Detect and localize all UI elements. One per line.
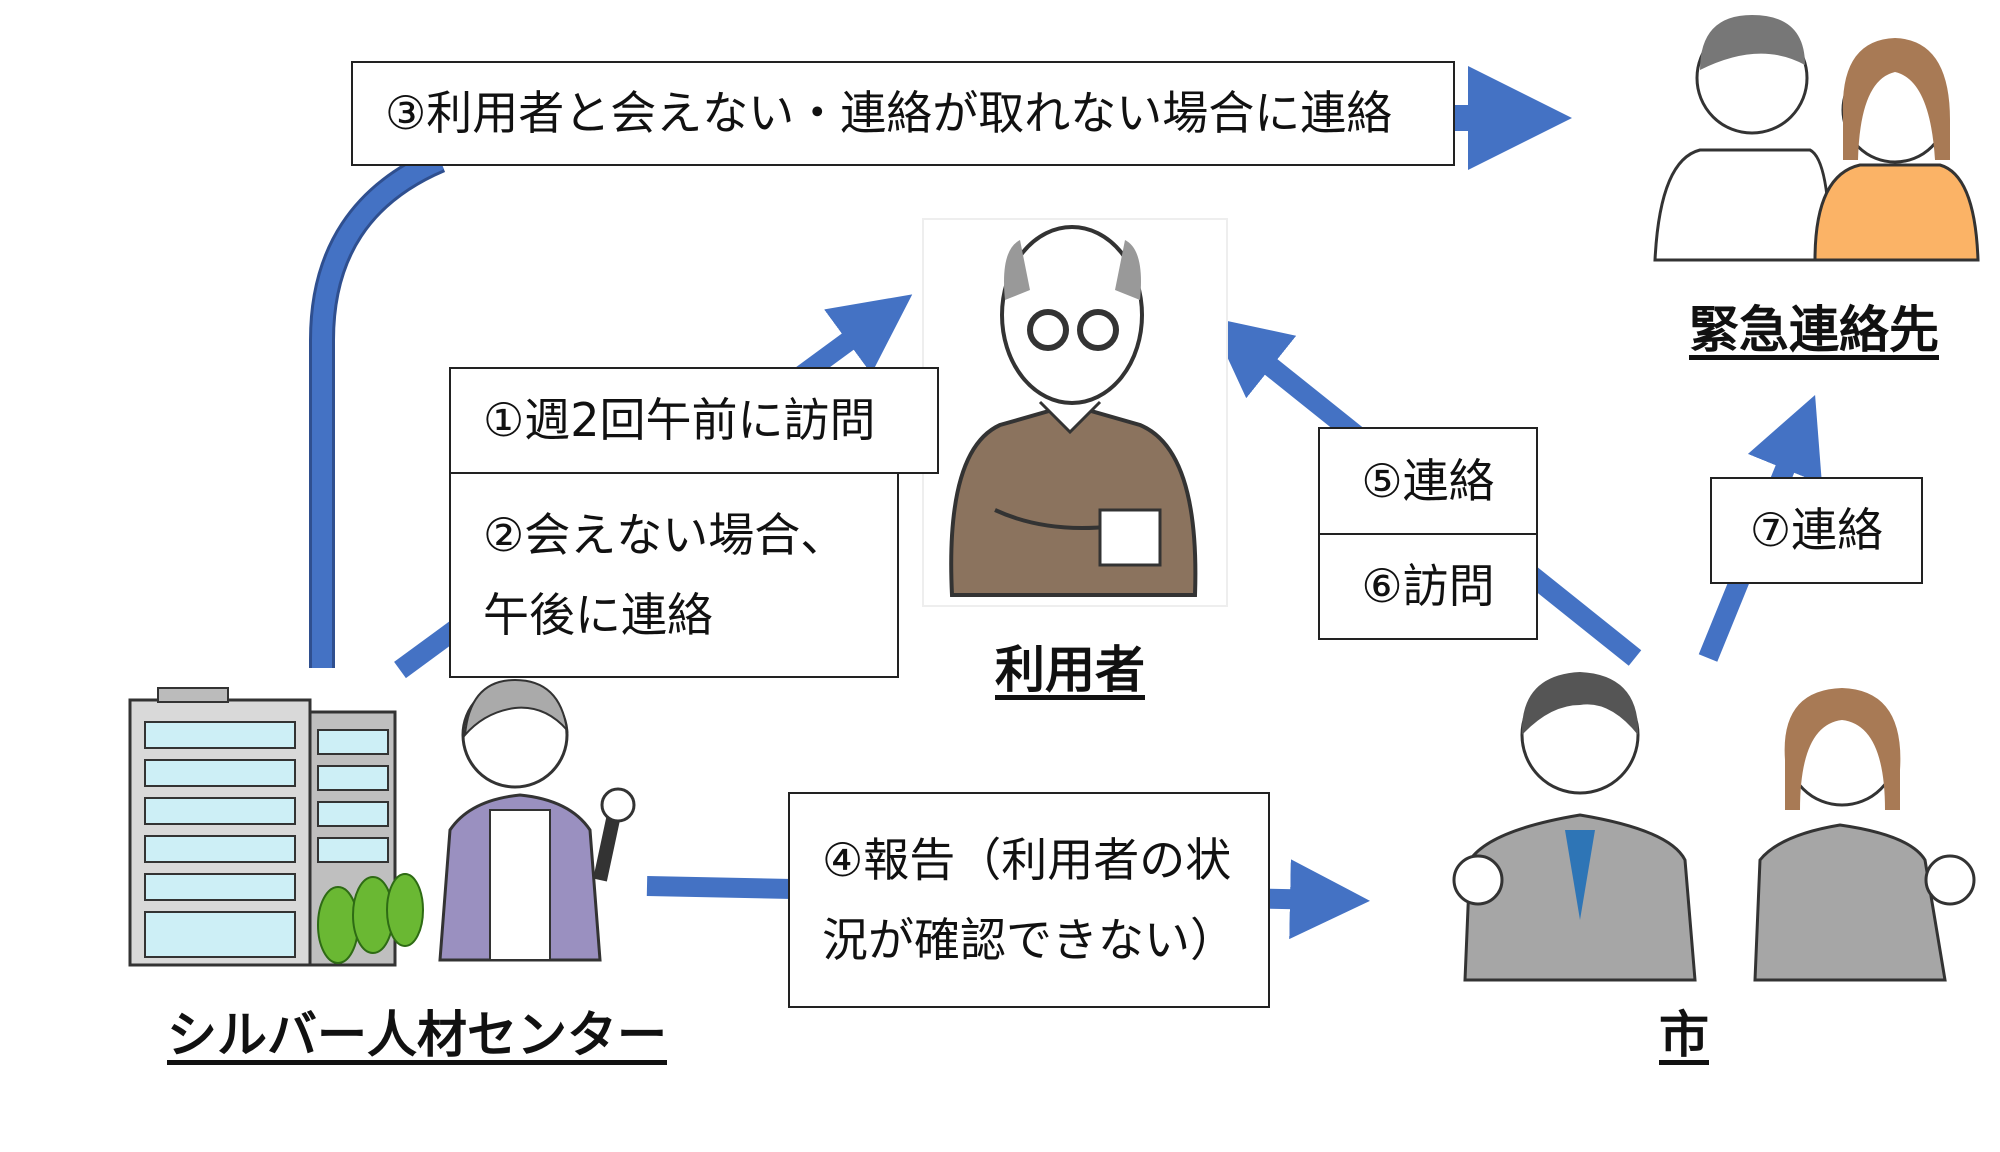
- elderly-user-illustration: [949, 225, 1198, 597]
- step-2-box: ②会えない場合、 午後に連絡: [449, 472, 899, 678]
- step-3-box: ③利用者と会えない・連絡が取れない場合に連絡: [351, 61, 1455, 166]
- emergency-contact-label: 緊急連絡先: [1689, 301, 1939, 359]
- step-6-box: ⑥訪問: [1318, 533, 1538, 640]
- step-4-line2: 況が確認できない）: [822, 913, 1236, 967]
- step-4-line1: ④報告（利用者の状: [822, 832, 1232, 887]
- city-staff-illustration: [1452, 672, 1976, 982]
- step-7-box: ⑦連絡: [1710, 477, 1923, 584]
- user-label: 利用者: [995, 641, 1145, 699]
- step-4-box: ④報告（利用者の状 況が確認できない）: [788, 792, 1270, 1008]
- silver-worker-illustration: [438, 678, 636, 962]
- step-5-box: ⑤連絡: [1318, 427, 1538, 535]
- step-1-text: ①週2回午前に訪問: [483, 393, 876, 448]
- silver-center-label: シルバー人材センター: [167, 1006, 667, 1064]
- emergency-contacts-illustration: [1653, 15, 1980, 262]
- step-1-box: ①週2回午前に訪問: [449, 367, 939, 474]
- building-icon: [128, 687, 424, 967]
- step-2-line2: 午後に連絡: [483, 588, 713, 642]
- step-3-text: ③利用者と会えない・連絡が取れない場合に連絡: [385, 86, 1393, 141]
- step-6-text: ⑥訪問: [1361, 559, 1495, 614]
- step-5-text: ⑤連絡: [1361, 453, 1495, 508]
- city-label: 市: [1659, 1006, 1709, 1064]
- step-7-text: ⑦連絡: [1749, 503, 1884, 558]
- step-2-line1: ②会えない場合、: [483, 507, 847, 562]
